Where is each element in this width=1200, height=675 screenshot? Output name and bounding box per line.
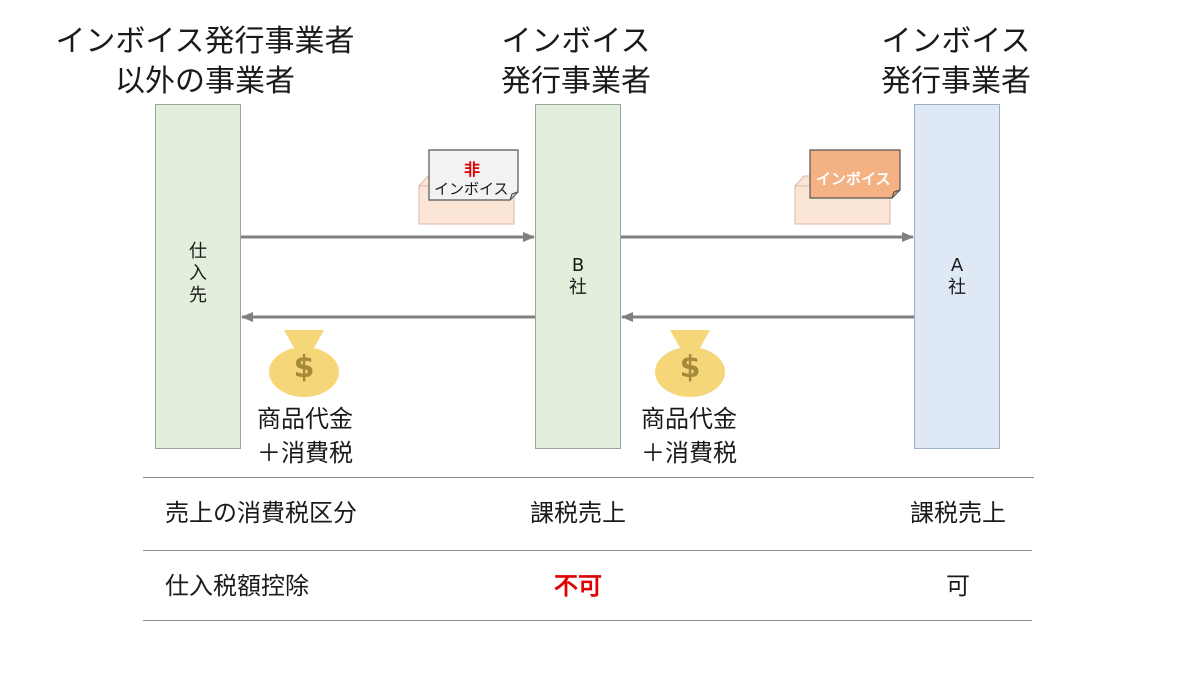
row-label-sales-tax-category: 売上の消費税区分 xyxy=(165,499,357,527)
supplier-bar: 仕 入 先 xyxy=(155,104,241,449)
payment-right-line2: ＋消費税 xyxy=(641,439,737,467)
money-bag-icon xyxy=(269,330,339,397)
company-a-sales-tax-category: 課税売上 xyxy=(910,499,1006,527)
company-a-label-char: A xyxy=(950,255,964,276)
header-middle-line1: インボイス xyxy=(501,24,651,59)
payment-right-line1: 商品代金 xyxy=(641,405,737,433)
payment-left-line2: ＋消費税 xyxy=(257,439,353,467)
header-middle-line2: 発行事業者 xyxy=(501,64,651,99)
non-invoice-text: インボイス xyxy=(434,180,509,198)
supplier-label: 仕 入 先 xyxy=(156,241,240,307)
company-b-label-char: 社 xyxy=(569,277,587,298)
payment-label-right: 商品代金 ＋消費税 xyxy=(614,402,764,470)
supplier-label-char: 先 xyxy=(189,285,207,306)
table-divider xyxy=(143,477,1034,478)
company-b-input-tax-credit: 不可 xyxy=(554,572,602,600)
supplier-label-char: 入 xyxy=(189,263,207,284)
invoice-box-icon xyxy=(794,149,901,225)
company-a-label: A 社 xyxy=(915,255,999,299)
dollar-sign-icon: $ xyxy=(679,350,701,385)
header-left-line2: 以外の事業者 xyxy=(115,64,295,99)
invoice-text: インボイス xyxy=(816,170,891,188)
header-left-line1: インボイス発行事業者 xyxy=(55,24,355,59)
company-a-label-char: 社 xyxy=(948,277,966,298)
non-invoice-box-icon xyxy=(418,149,519,225)
money-bag-icon xyxy=(655,330,725,397)
company-a-bar: A 社 xyxy=(914,104,1000,449)
company-b-label-char: B xyxy=(571,255,585,276)
dollar-sign-icon: $ xyxy=(293,350,315,385)
header-right-line1: インボイス xyxy=(881,24,1031,59)
company-b-bar: B 社 xyxy=(535,104,621,449)
payment-left-line1: 商品代金 xyxy=(257,405,353,433)
header-company-a-issuer: インボイス 発行事業者 xyxy=(856,22,1056,102)
company-b-sales-tax-category: 課税売上 xyxy=(530,499,626,527)
header-right-line2: 発行事業者 xyxy=(881,64,1031,99)
table-divider xyxy=(143,620,1032,621)
table-divider xyxy=(143,550,1032,551)
supplier-label-char: 仕 xyxy=(189,241,207,262)
non-invoice-mark: 非 xyxy=(464,160,481,179)
company-a-input-tax-credit: 可 xyxy=(946,572,970,600)
header-non-invoice-issuer: インボイス発行事業者 以外の事業者 xyxy=(40,22,370,102)
header-company-b-issuer: インボイス 発行事業者 xyxy=(476,22,676,102)
row-label-input-tax-credit: 仕入税額控除 xyxy=(165,572,309,600)
company-b-label: B 社 xyxy=(536,255,620,299)
payment-label-left: 商品代金 ＋消費税 xyxy=(230,402,380,470)
